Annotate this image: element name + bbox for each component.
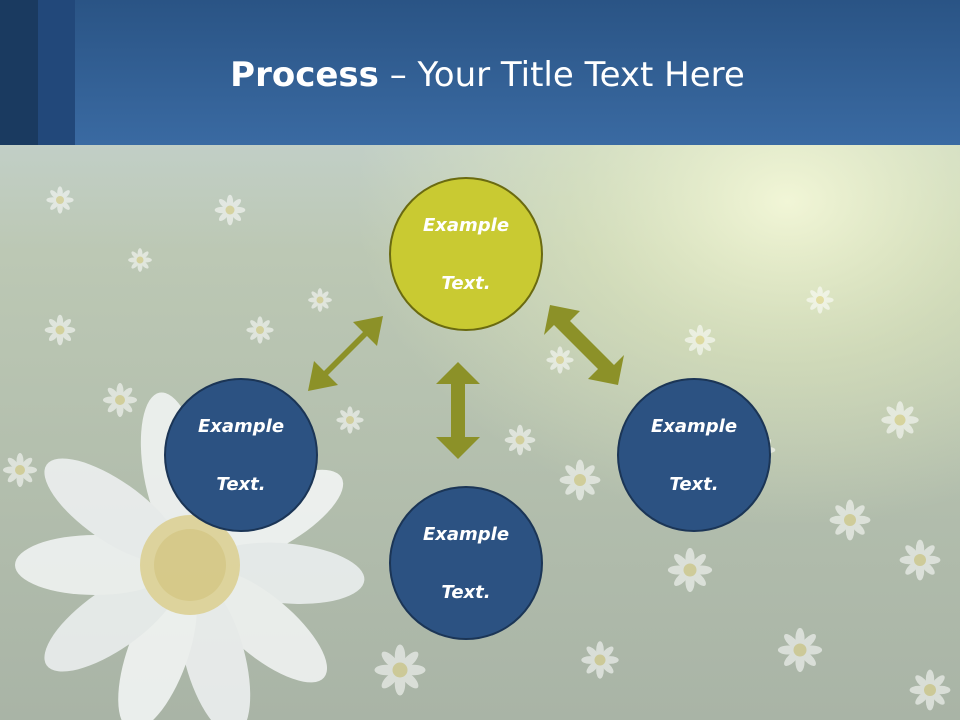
node-left-line1: Example [197,415,285,437]
node-bottom-line2: Text. [441,581,491,603]
title-bold: Process [230,55,379,95]
node-top-line1: Example [422,214,510,236]
node-bottom-line1: Example [422,523,510,545]
node-top-line2: Text. [441,272,491,294]
arrow-top-left [308,316,383,391]
arrow-top-right [544,305,624,385]
node-right-line2: Text. [669,473,719,495]
large-daisy [15,392,365,720]
title-bar [0,0,960,145]
node-right-line1: Example [650,415,738,437]
title-dash: – [378,55,418,95]
title-rest: Your Title Text Here [417,55,745,95]
title-bar-accent [38,0,75,145]
slide-title: Process – Your Title Text Here [75,52,900,98]
title-bar-accent-dark [0,0,38,145]
node-left-line2: Text. [216,473,266,495]
arrow-vertical [436,362,480,459]
